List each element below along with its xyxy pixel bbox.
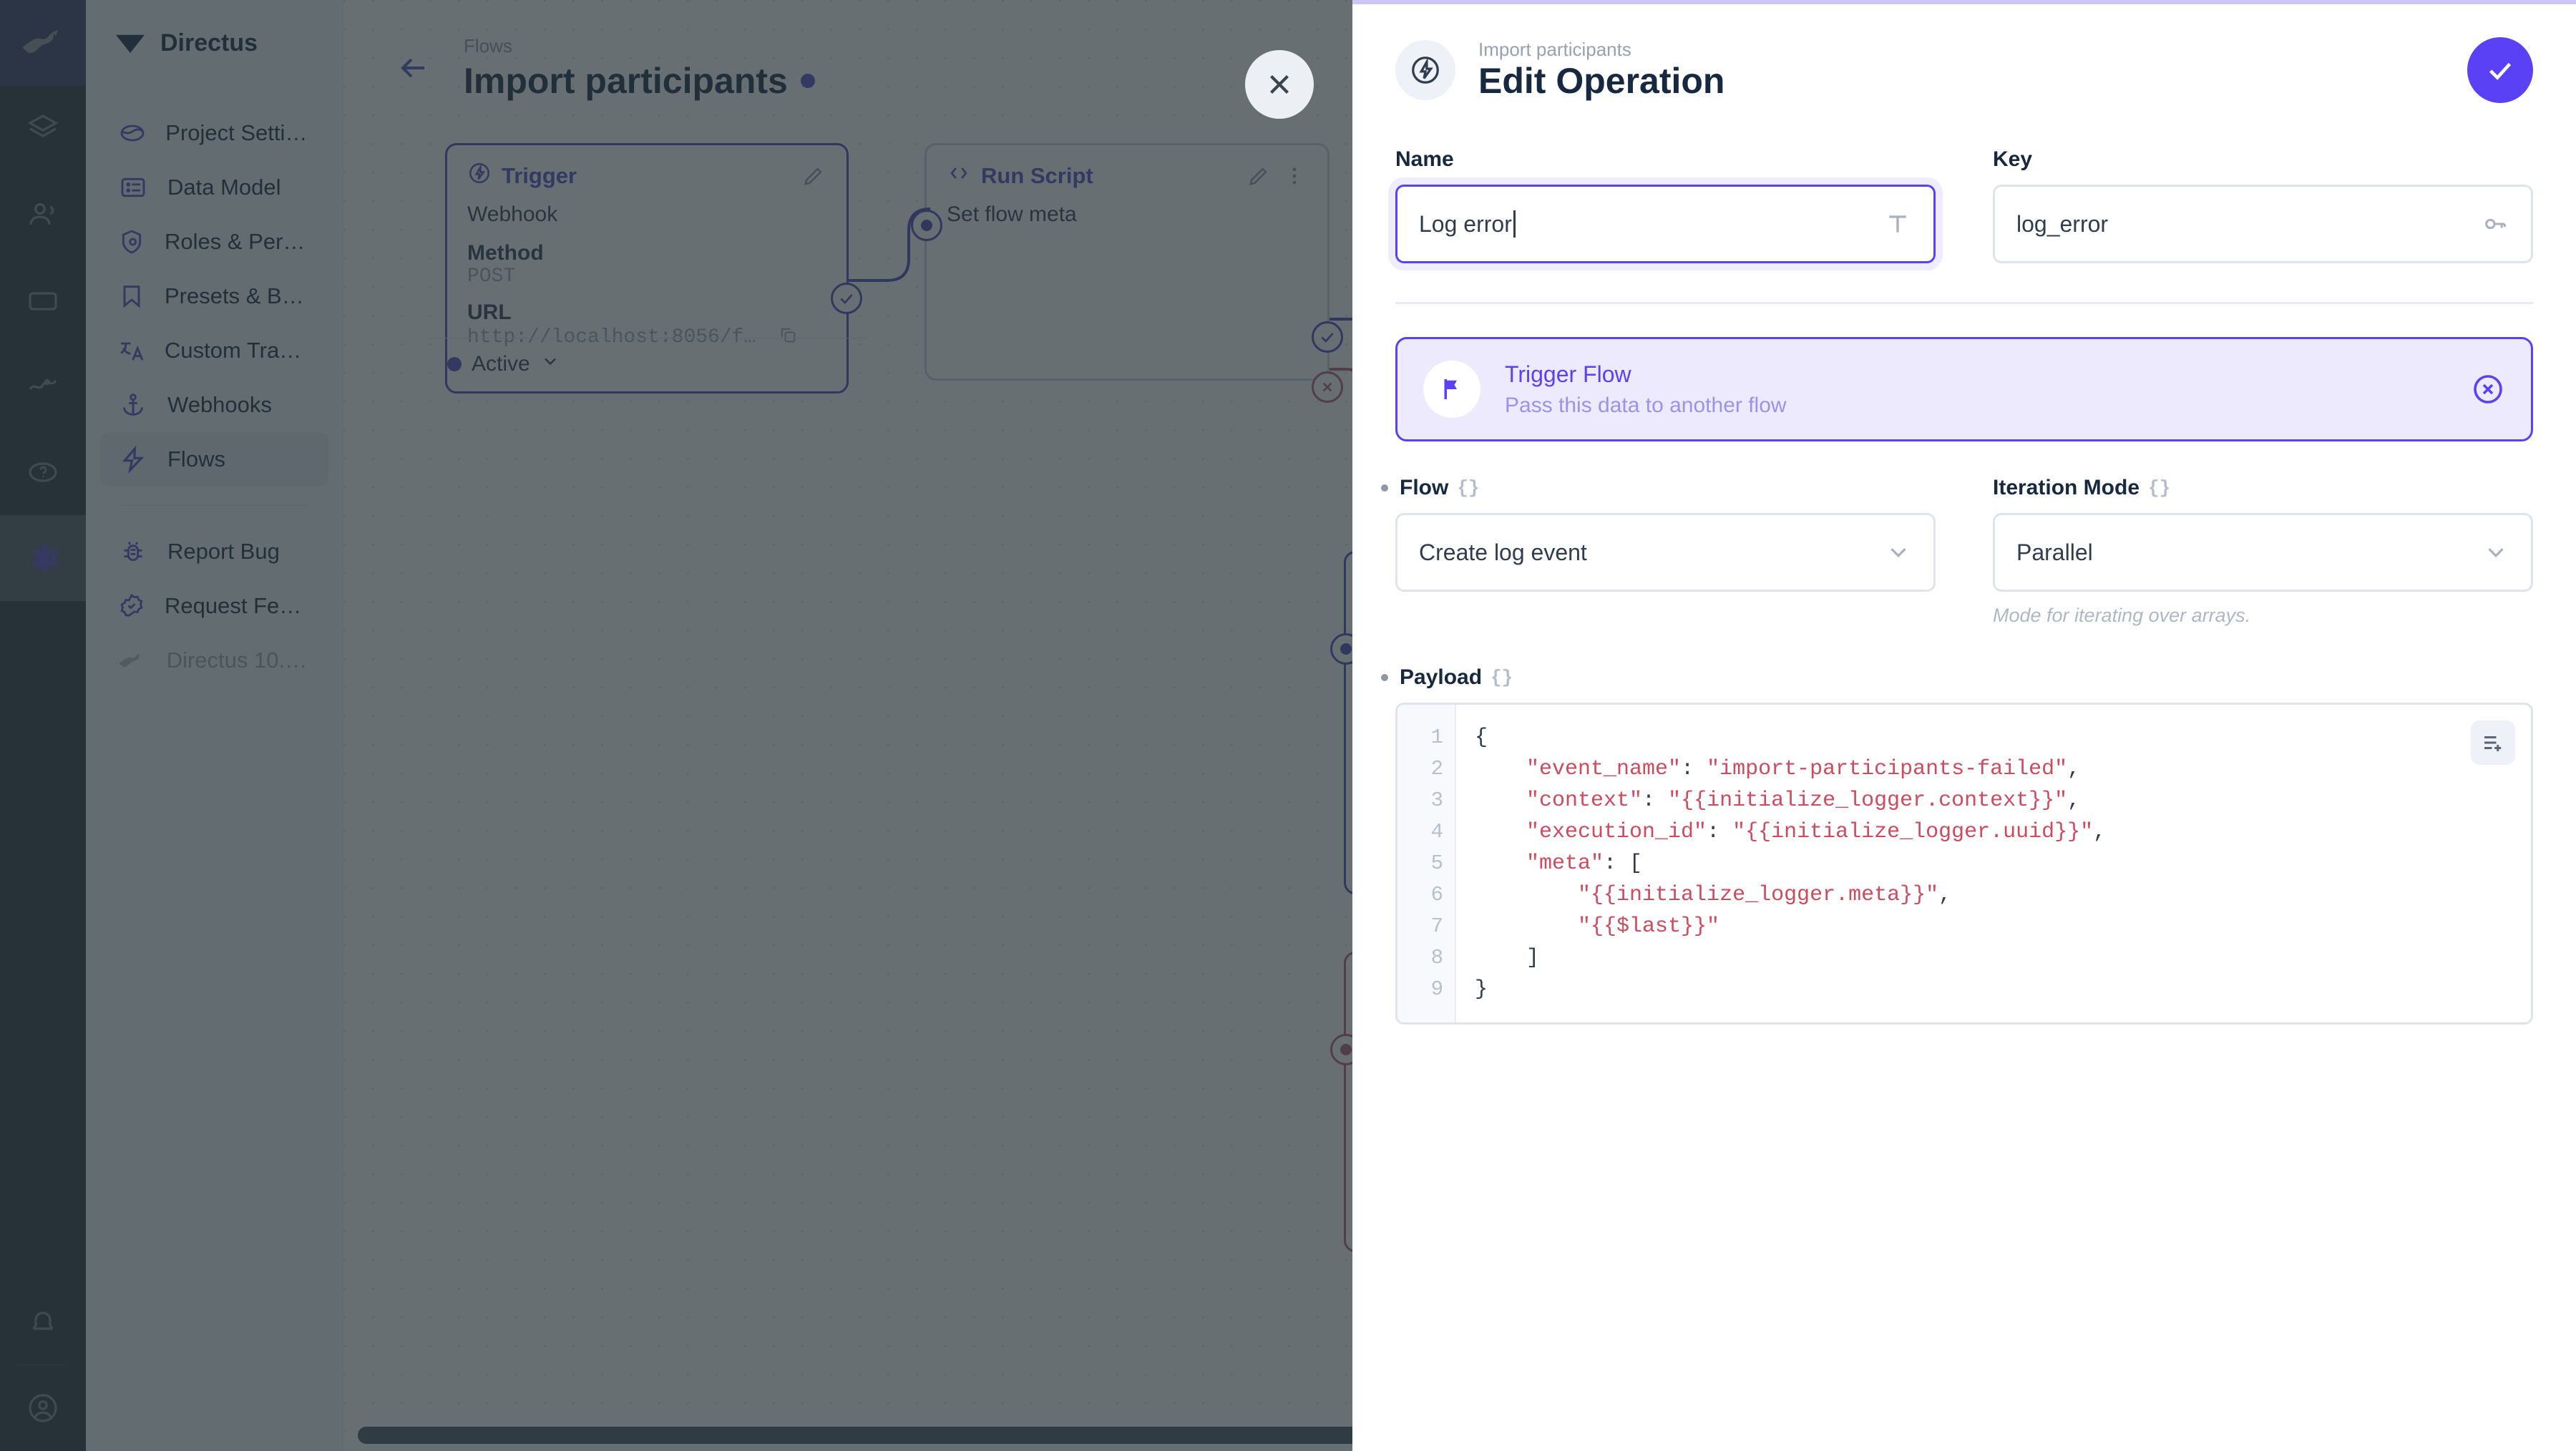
- flow-field-group: Flow {} Create log event: [1381, 476, 1936, 627]
- braces-icon: {}: [1457, 477, 1480, 499]
- payload-code-editor[interactable]: 1 2 3 4 5 6 7 8 9 { "event_name": "import-partic…: [1395, 703, 2533, 1025]
- drawer-divider: [1395, 302, 2533, 304]
- flow-iteration-row: Flow {} Create log event Iteration Mode …: [1381, 476, 2533, 627]
- code-line: "{{initialize_logger.meta}}",: [1578, 883, 1952, 907]
- name-label: Name: [1395, 147, 1454, 171]
- operation-card-subtitle: Pass this data to another flow: [1505, 393, 1787, 417]
- payload-label-text: Payload: [1400, 665, 1483, 689]
- key-label: Key: [1993, 147, 2033, 171]
- code-content[interactable]: { "event_name": "import-participants-fai…: [1456, 705, 2531, 1022]
- key-icon: [2481, 210, 2509, 238]
- iteration-label: Iteration Mode {}: [1993, 476, 2533, 500]
- chevron-down-icon: [2482, 539, 2509, 566]
- code-line-number: 4: [1430, 820, 1443, 844]
- code-line: }: [1475, 977, 1488, 1002]
- name-input-value: Log error: [1419, 210, 1512, 237]
- iteration-field-group: Iteration Mode {} Parallel Mode for iter…: [1993, 476, 2533, 627]
- code-line-number: 8: [1430, 946, 1443, 969]
- code-line: {: [1475, 726, 1488, 750]
- code-line: "event_name": "import-participants-faile…: [1526, 757, 2081, 781]
- flow-select[interactable]: Create log event: [1395, 513, 1936, 592]
- flow-select-value: Create log event: [1419, 539, 1587, 565]
- required-indicator: [1381, 484, 1388, 492]
- list-plus-icon[interactable]: [2471, 720, 2515, 765]
- drawer-header: Import participants Edit Operation: [1352, 4, 2576, 122]
- iteration-select-value: Parallel: [2016, 539, 2093, 565]
- braces-icon: {}: [2148, 477, 2171, 499]
- code-line-numbers: 1 2 3 4 5 6 7 8 9: [1397, 705, 1456, 1022]
- code-line-number: 9: [1430, 977, 1443, 1001]
- key-input[interactable]: log_error: [1993, 185, 2533, 263]
- drawer-title: Edit Operation: [1478, 60, 1725, 101]
- payload-field-group: Payload {} 1 2 3 4 5 6 7 8 9 { "event_name": "im…: [1381, 665, 2533, 1025]
- text-caret: [1513, 210, 1516, 238]
- close-circle-icon[interactable]: [2471, 372, 2505, 406]
- code-line-number: 3: [1430, 788, 1443, 812]
- code-line: "execution_id": "{{initialize_logger.uui…: [1526, 820, 2107, 844]
- name-key-row: Name Log error Key log_error: [1395, 147, 2533, 263]
- name-input[interactable]: Log error: [1395, 185, 1936, 263]
- edit-operation-drawer: Import participants Edit Operation Name …: [1352, 0, 2576, 1451]
- payload-label: Payload {}: [1381, 665, 2533, 690]
- iteration-mode-select[interactable]: Parallel: [1993, 513, 2533, 592]
- code-line: "{{$last}}": [1578, 914, 1720, 939]
- flow-label-text: Flow: [1400, 476, 1449, 499]
- save-button[interactable]: [2467, 37, 2533, 103]
- chevron-down-icon: [1885, 539, 1912, 566]
- flag-icon: [1423, 361, 1480, 418]
- iteration-label-text: Iteration Mode: [1993, 476, 2140, 499]
- code-line: ]: [1475, 946, 1540, 970]
- code-line-number: 1: [1430, 726, 1443, 749]
- code-line-number: 6: [1430, 883, 1443, 907]
- bolt-circle-icon: [1395, 40, 1455, 100]
- code-line-number: 5: [1430, 851, 1443, 875]
- text-format-icon: [1883, 210, 1912, 238]
- code-line: "meta": [: [1526, 851, 1643, 876]
- drawer-supertitle: Import participants: [1478, 38, 1631, 60]
- braces-icon: {}: [1491, 667, 1513, 688]
- flow-label: Flow {}: [1381, 476, 1936, 500]
- code-line-number: 2: [1430, 757, 1443, 781]
- close-drawer-button[interactable]: [1245, 50, 1314, 119]
- operation-card-title: Trigger Flow: [1505, 361, 1631, 387]
- required-indicator: [1381, 674, 1388, 681]
- operation-type-card[interactable]: Trigger Flow Pass this data to another f…: [1395, 337, 2533, 441]
- iteration-hint: Mode for iterating over arrays.: [1993, 605, 2251, 626]
- name-field-group: Name Log error: [1395, 147, 1936, 263]
- code-line-number: 7: [1430, 914, 1443, 938]
- code-line: "context": "{{initialize_logger.context}…: [1526, 788, 2081, 813]
- drawer-body: Name Log error Key log_error: [1352, 122, 2576, 1025]
- key-field-group: Key log_error: [1993, 147, 2533, 263]
- key-input-value: log_error: [2016, 210, 2109, 237]
